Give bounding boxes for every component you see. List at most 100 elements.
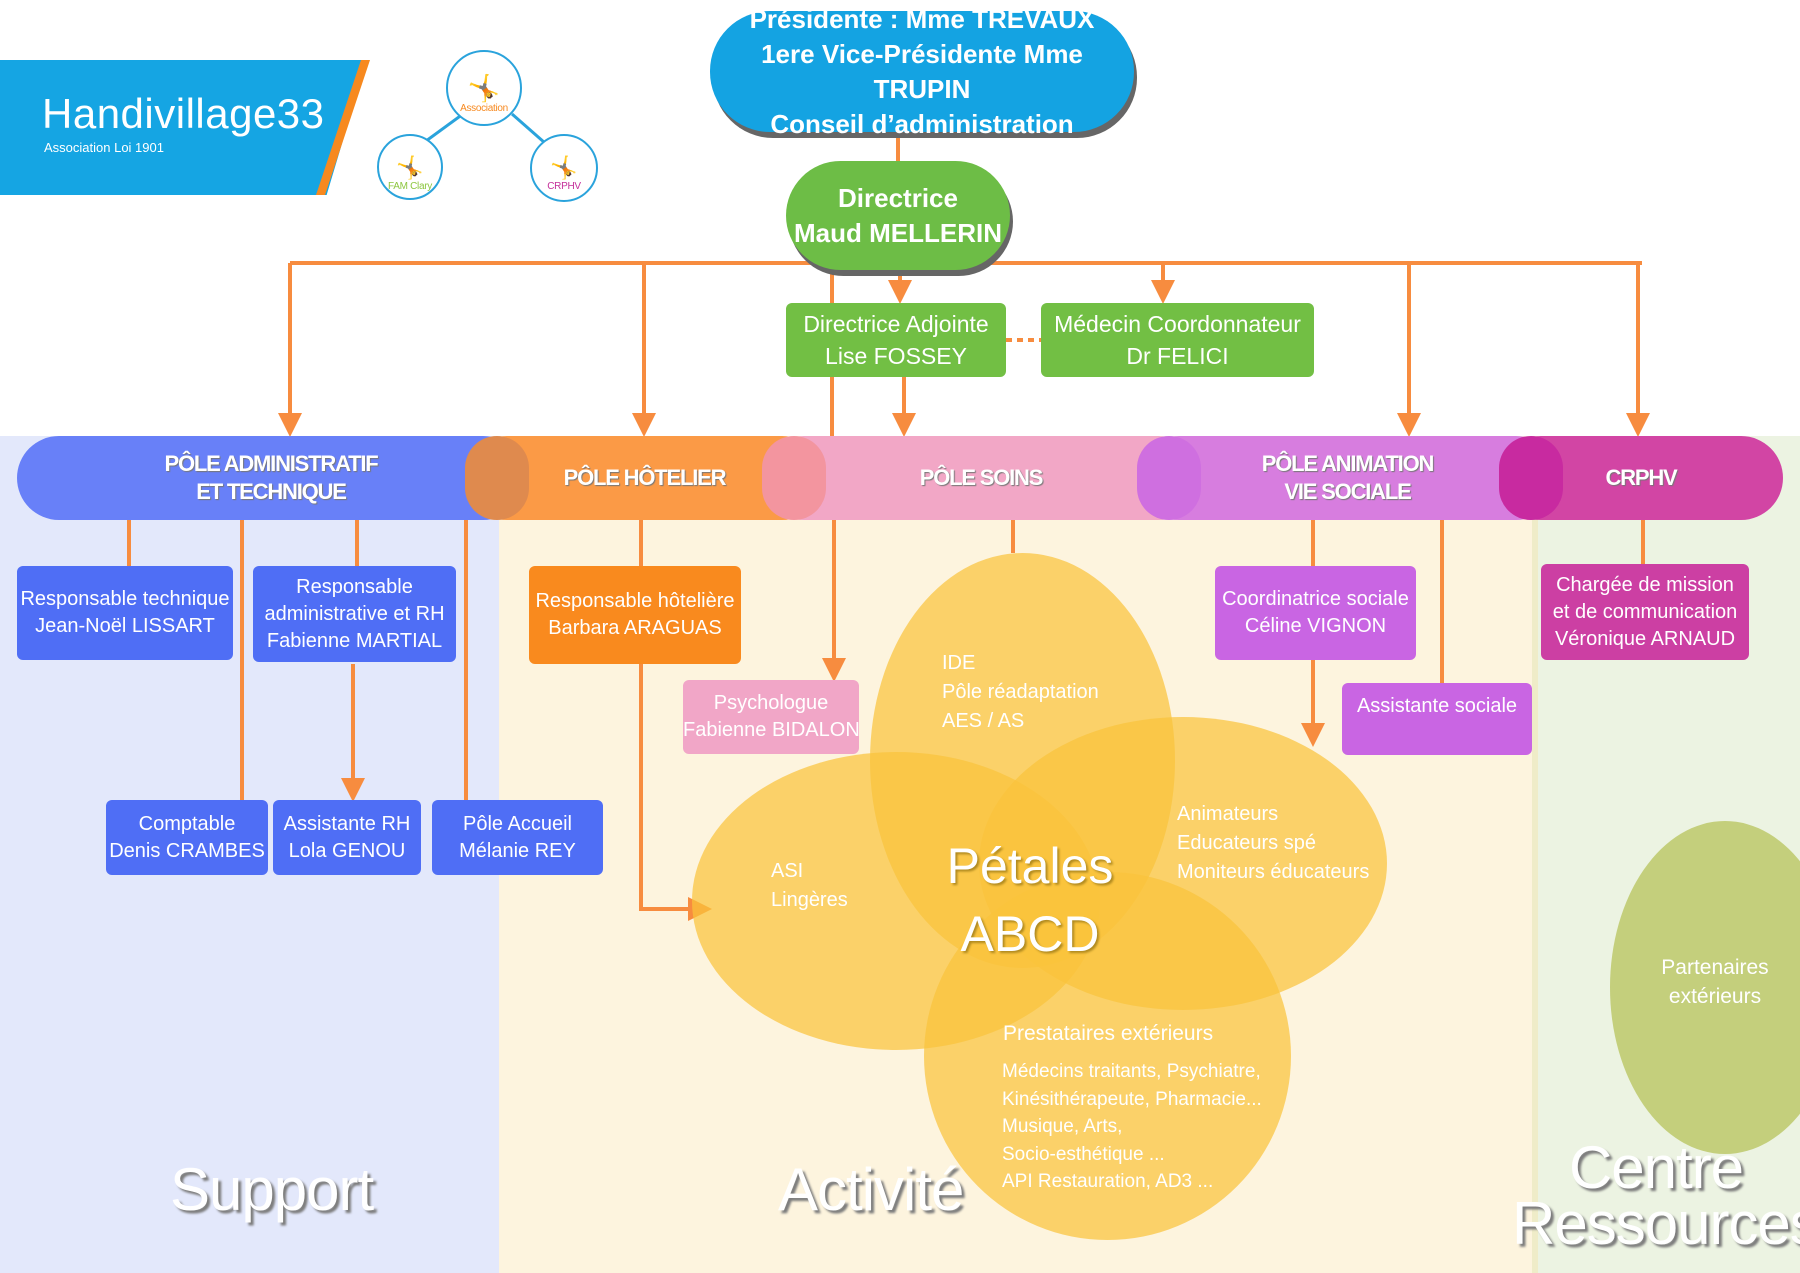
petal-item: AES / AS	[942, 710, 1025, 732]
logo-subtitle: Association Loi 1901	[44, 140, 164, 155]
staff-pole-accueil[interactable]: Pôle Accueil Mélanie REY	[432, 800, 603, 875]
staff-role: Assistante sociale	[1356, 695, 1518, 717]
staff-name: Fabienne BIDALON	[683, 719, 860, 741]
pole-label-line2: ET TECHNIQUE	[196, 479, 347, 504]
staff-role: Comptable	[138, 812, 236, 835]
staff-responsable-administrative[interactable]: Responsable administrative et RH Fabienn…	[253, 566, 456, 662]
pole-label-line2: VIE SOCIALE	[1284, 479, 1411, 504]
pole-label: PÔLE HÔTELIER	[563, 465, 727, 490]
pole-label: PÔLE ANIMATION	[1261, 451, 1435, 476]
director-node[interactable]: Directrice Maud MELLERIN	[786, 161, 1010, 270]
pole-label: PÔLE ADMINISTRATIF	[164, 451, 378, 476]
staff-name: Véronique ARNAUD	[1554, 627, 1736, 650]
petal-item: Educateurs spé	[1177, 832, 1316, 854]
coordinating-doctor-node[interactable]: Médecin Coordonnateur Dr FELICI	[1041, 303, 1314, 377]
staff-role: Chargée de mission	[1556, 573, 1734, 596]
people-figures-icon: 🤸	[550, 155, 578, 180]
pole-administratif-technique[interactable]: PÔLE ADMINISTRATIF ET TECHNIQUE	[17, 436, 525, 520]
section-label-activite: Activité	[778, 1156, 964, 1223]
staff-name: Fabienne MARTIAL	[266, 629, 443, 652]
petal-bottom	[924, 872, 1291, 1240]
partners-line2: extérieurs	[1668, 985, 1762, 1008]
partners-ellipse	[1610, 821, 1800, 1154]
pole-overlap-cap	[1137, 436, 1201, 520]
pole-overlap-cap	[762, 436, 826, 520]
staff-comptable[interactable]: Comptable Denis CRAMBES	[106, 800, 268, 875]
board-node[interactable]: Présidente : Mme TREVAUX 1ere Vice-Prési…	[710, 4, 1134, 139]
section-label-centre-ressources: Centre Ressources	[1512, 1134, 1800, 1257]
deputy-director-node[interactable]: Directrice Adjointe Lise FOSSEY	[786, 303, 1006, 377]
staff-responsable-hoteliere[interactable]: Responsable hôtelière Barbara ARAGUAS	[529, 566, 741, 664]
deputy-name: Lise FOSSEY	[825, 343, 967, 369]
pole-label: PÔLE SOINS	[919, 465, 1044, 490]
logo-link-left	[425, 112, 464, 143]
pole-animation-vie-sociale[interactable]: PÔLE ANIMATION VIE SOCIALE	[1137, 436, 1558, 520]
doctor-title: Médecin Coordonnateur	[1054, 311, 1301, 337]
pole-crphv[interactable]: CRPHV	[1499, 436, 1783, 520]
staff-name: Denis CRAMBES	[109, 839, 265, 862]
petal-top-text: IDE Pôle réadaptation AES / AS	[942, 649, 1099, 736]
section-label-support: Support	[170, 1156, 374, 1223]
pole-overlap-cap	[1499, 436, 1563, 520]
staff-role-line2: et de communication	[1552, 600, 1738, 623]
petals-center-title: Pétales ABCD	[920, 832, 1140, 968]
staff-role: Pôle Accueil	[463, 812, 572, 835]
pole-hotelier[interactable]: PÔLE HÔTELIER	[465, 436, 824, 520]
doctor-name: Dr FELICI	[1126, 343, 1229, 369]
petal-bottom-title: Prestataires extérieurs	[1003, 1022, 1214, 1045]
board-vice-president: 1ere Vice-Présidente Mme TRUPIN	[761, 38, 1083, 104]
petal-item: Musique, Arts,	[1002, 1116, 1123, 1137]
logo-banner	[0, 60, 367, 195]
petal-item: IDE	[942, 652, 976, 674]
petal-item: Kinésithérapeute, Pharmacie...	[1002, 1088, 1262, 1110]
centre-line1: Centre	[1568, 1134, 1744, 1201]
staff-responsable-technique[interactable]: Responsable technique Jean-Noël LISSART	[17, 566, 233, 660]
staff-name: Céline VIGNON	[1244, 615, 1387, 637]
logo-circle-label: FAM Clary	[388, 181, 432, 192]
staff-name: Barbara ARAGUAS	[548, 617, 722, 639]
petal-item: Lingères	[771, 889, 848, 911]
petal-item: Pôle réadaptation	[942, 681, 1099, 703]
board-council: Conseil d’administration	[770, 108, 1074, 139]
staff-assistante-sociale[interactable]: Assistante sociale	[1342, 683, 1532, 755]
staff-psychologue[interactable]: Psychologue Fabienne BIDALON	[683, 680, 860, 754]
logo-circle-label: CRPHV	[547, 181, 581, 192]
staff-role: Responsable hôtelière	[535, 590, 735, 612]
staff-chargee-mission[interactable]: Chargée de mission et de communication V…	[1541, 564, 1749, 660]
board-president: Présidente : Mme TREVAUX	[749, 3, 1095, 34]
petal-item: API Restauration, AD3 ...	[1002, 1171, 1214, 1192]
people-figures-icon: 🤸	[396, 155, 424, 180]
staff-role: Responsable technique	[20, 588, 230, 610]
director-title: Directrice	[838, 182, 958, 213]
pole-overlap-cap	[465, 436, 529, 520]
staff-role: Responsable	[296, 575, 413, 598]
staff-role: Psychologue	[713, 692, 829, 714]
petal-left-text: ASI Lingères	[771, 857, 848, 915]
staff-role-line2: administrative et RH	[264, 602, 445, 625]
staff-role: Assistante RH	[283, 812, 411, 835]
petals-title-line1: Pétales	[946, 838, 1114, 894]
petal-item: Animateurs	[1177, 803, 1279, 825]
logo-circle-label: Association	[460, 103, 508, 114]
deputy-title: Directrice Adjointe	[803, 311, 989, 337]
petal-item: Socio-esthétique ...	[1002, 1143, 1165, 1165]
centre-line2: Ressources	[1512, 1190, 1800, 1257]
petals-title-line2: ABCD	[960, 906, 1100, 962]
logo-circle-fam-clary: 🤸 FAM Clary	[377, 134, 443, 200]
pole-soins[interactable]: PÔLE SOINS	[762, 436, 1200, 520]
pole-label: CRPHV	[1605, 465, 1677, 490]
staff-assistante-rh[interactable]: Assistante RH Lola GENOU	[273, 800, 421, 875]
staff-coordinatrice-sociale[interactable]: Coordinatrice sociale Céline VIGNON	[1215, 566, 1416, 660]
staff-name: Mélanie REY	[459, 839, 576, 862]
petal-item: ASI	[771, 860, 804, 882]
partners-line1: Partenaires	[1661, 956, 1769, 979]
petal-item: Médecins traitants, Psychiatre,	[1002, 1061, 1261, 1082]
people-figures-icon: 🤸	[467, 73, 501, 103]
logo-circle-crphv: 🤸 CRPHV	[530, 134, 598, 202]
staff-name: Jean-Noël LISSART	[35, 615, 215, 637]
petal-right-text: Animateurs Educateurs spé Moniteurs éduc…	[1177, 800, 1369, 887]
logo-link-right	[511, 112, 546, 145]
director-name: Maud MELLERIN	[794, 217, 1002, 248]
logo-circle-association: 🤸 Association	[446, 50, 522, 126]
petal-bottom-text: Médecins traitants, Psychiatre, Kinésith…	[1002, 1058, 1262, 1196]
